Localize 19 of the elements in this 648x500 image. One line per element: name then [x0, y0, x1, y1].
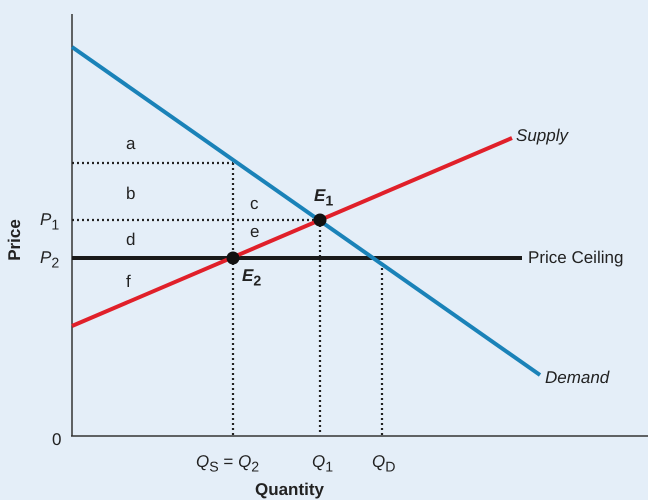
curve-label: Supply [516, 126, 568, 146]
point-label: E$_{2}$ [242, 266, 262, 292]
point-label: E$_{1}$ [314, 186, 334, 212]
axis-title: Price [4, 219, 25, 261]
area-label: b [126, 184, 136, 204]
axis-value: P$_{1}$ [40, 210, 60, 236]
axis-value: 0 [52, 430, 62, 450]
axis-value: Q$_{D}$ [372, 452, 396, 478]
area-label: c [250, 194, 258, 214]
area-label: e [250, 222, 260, 242]
area-label: a [126, 134, 136, 154]
axis-title: Quantity [255, 480, 324, 500]
area-label: d [126, 230, 136, 250]
curve-label: Demand [545, 368, 610, 388]
axis-value: Q$_{S}$ = Q$_{2}$ [196, 452, 260, 478]
axis-value: Q$_{1}$ [312, 452, 334, 478]
axis-value: P$_{2}$ [40, 248, 60, 274]
area-label: f [126, 272, 131, 292]
curve-label: Price Ceiling [528, 248, 624, 268]
